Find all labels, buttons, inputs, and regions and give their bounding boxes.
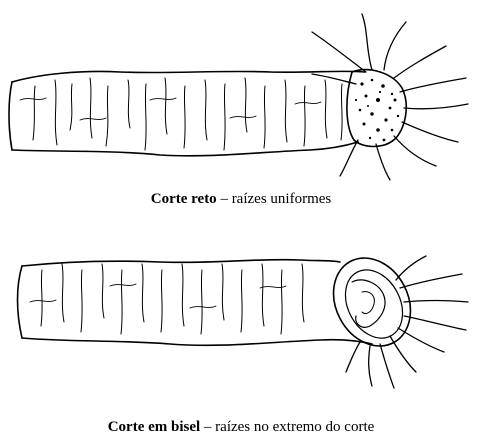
- bevel-cut-cutting-illustration: [0, 222, 482, 407]
- straight-cut-caption-title: Corte reto: [151, 191, 217, 207]
- straight-cut-caption-description: – raízes uniformes: [217, 191, 332, 207]
- straight-cut-cutting-illustration: [0, 0, 482, 185]
- bevel-cut-caption: Corte em bisel – raízes no extremo do co…: [0, 418, 482, 436]
- bevel-cut-panel: Corte em bisel – raízes no extremo do co…: [0, 222, 482, 443]
- bevel-cut-caption-title: Corte em bisel: [108, 419, 200, 435]
- bevel-cut-caption-description: – raízes no extremo do corte: [200, 419, 374, 435]
- straight-cut-caption: Corte reto – raízes uniformes: [0, 190, 482, 208]
- straight-cut-panel: Corte reto – raízes uniformes: [0, 0, 482, 222]
